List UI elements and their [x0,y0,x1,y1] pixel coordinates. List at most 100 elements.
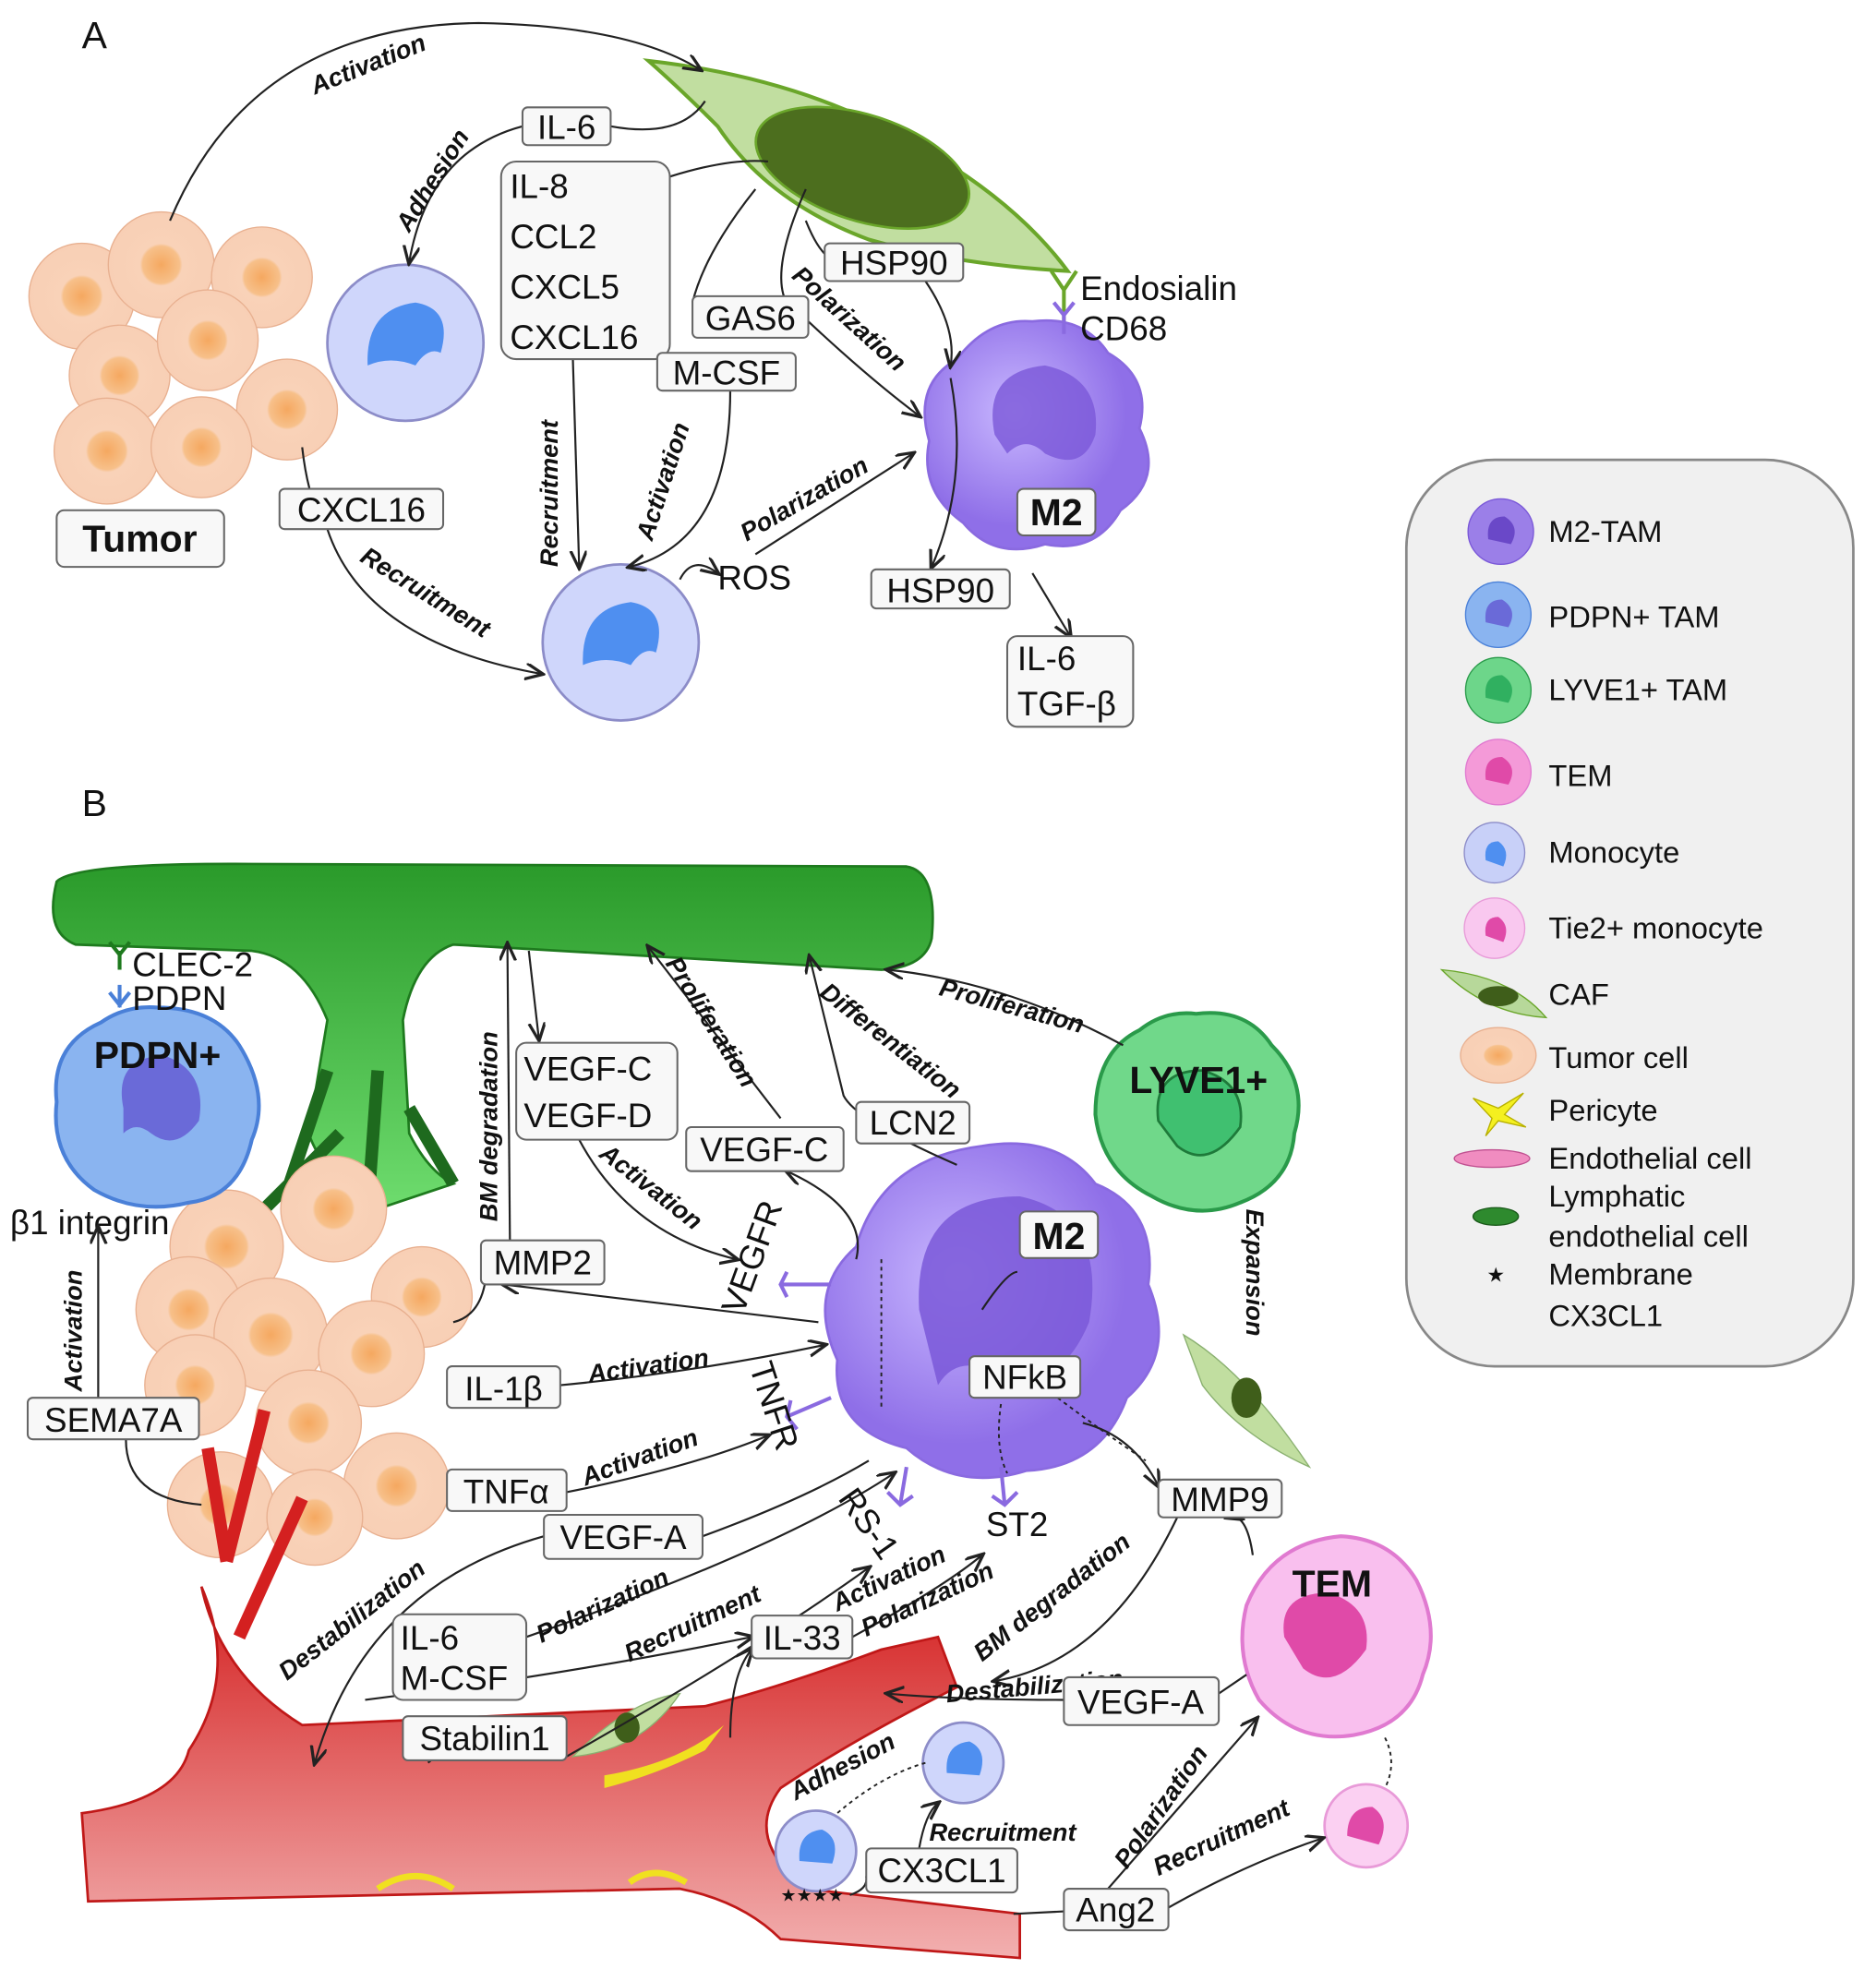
arrow-polarization-ros [754,453,912,556]
il6-label: IL-6 [401,1619,459,1657]
chemokine: CXCL5 [510,269,619,306]
lymphatic-endothelial-icon [1472,1207,1520,1227]
cytokine: IL-6 [1017,640,1076,678]
caf-small-2 [571,1692,681,1758]
caf-cell [643,58,1072,273]
label-activation-il1b: Activation [585,1343,711,1388]
stabilin1-box: Stabilin1 [419,1720,549,1758]
il1b-box: IL-1β [464,1370,543,1408]
label-recruitment-cxcl16: Recruitment [355,541,497,644]
m2-label-b: M2 [1033,1215,1086,1257]
label-polarization-ros: Polarization [735,450,872,546]
tie2-monocyte-icon [1463,897,1526,959]
lyve1-cell-label: LYVE1+ [1129,1059,1268,1101]
lcn2-box: LCN2 [870,1104,956,1142]
gas6-box: GAS6 [705,300,796,338]
label-recruitment: Recruitment [535,418,563,567]
membrane-cx3cl1-stars: ★★★★ [781,1887,844,1906]
tumor-cluster [28,210,339,505]
vegf-c-label: VEGF-C [523,1051,652,1088]
lymphatic-vessel [52,862,934,1248]
pericyte-icon [1473,1092,1527,1136]
label-activation-tnfa: Activation [577,1423,702,1492]
star-icon: ★ [1486,1264,1505,1287]
clec2-label: CLEC-2 [132,945,253,983]
mcsf-box: M-CSF [673,354,781,391]
ang2-box: Ang2 [1076,1891,1155,1928]
tem-label: TEM [1293,1563,1372,1605]
pdpn-cell-label: PDPN+ [94,1034,222,1076]
tumor-cell-icon [1460,1027,1537,1084]
chemokine-box [499,160,671,361]
vegfc-box: VEGF-C [700,1131,828,1169]
panel-label-a: A [82,14,108,56]
blood-vessel [80,1409,1022,1960]
hsp90-bottom-box: HSP90 [886,571,994,609]
tem-cell [1240,1534,1433,1739]
mmp2-box: MMP2 [494,1244,592,1282]
label-bm-degradation-1: BM degradation [475,1031,503,1221]
cxcl16-box: CXCL16 [297,491,426,529]
il33-box: IL-33 [764,1619,841,1657]
arrow-adhesion [409,125,523,262]
m2-output-box [1005,635,1135,728]
legend-label: Tie2+ monocyte [1548,910,1762,944]
endosialin-label: Endosialin [1080,270,1237,307]
legend-label: PDPN+ TAM [1548,600,1719,634]
receptors [778,1270,1019,1507]
arrow-recruitment [573,359,580,567]
tem-icon [1464,738,1533,806]
pericyte-icon [604,1724,725,1788]
cd68-label: CD68 [1080,310,1167,348]
mcsf-label: M-CSF [401,1660,509,1698]
tie2-monocyte [1323,1783,1410,1869]
caf-small [1182,1333,1312,1469]
panel-b: B PDPN+ CLEC-2 PDPN β1 integrin LYVE1+ M… [10,782,1433,1960]
m2-cell-b [824,1142,1160,1480]
monocyte-a1 [326,263,486,423]
legend-label: TEM [1548,758,1612,792]
st2-label: ST2 [986,1506,1049,1543]
legend-label: endothelial cell [1548,1219,1748,1254]
m2-label-a: M2 [1030,491,1083,534]
pdpn-receptor-icon [108,984,132,1008]
caf-icon [1439,968,1548,1019]
nfkb-box: NFkB [982,1359,1067,1397]
ros-label: ROS [717,559,791,597]
pdpn-tam-icon [1464,581,1533,649]
label-expansion: Expansion [1241,1209,1269,1337]
tnfa-box: TNFα [463,1473,549,1511]
pericyte-icon [376,1869,689,1891]
lyve1-tam [1093,1011,1301,1213]
label-activation-sema7a: Activation [59,1270,88,1393]
legend-label: Lymphatic [1548,1179,1685,1213]
chemokine: IL-8 [510,168,568,206]
vegfa-tem-box: VEGF-A [1077,1683,1204,1721]
cytokine: TGF-β [1017,685,1116,723]
vegfa-left-box: VEGF-A [560,1519,687,1556]
mmp9-box: MMP9 [1171,1481,1269,1519]
legend-label: M2-TAM [1548,514,1662,548]
label-activation-mcsf: Activation [630,419,695,545]
pdpn-label: PDPN [132,979,226,1017]
cx3cl1-box: CX3CL1 [878,1852,1006,1890]
rs1-label: RS-1 [831,1481,907,1566]
vegf-cd-box [515,1041,679,1141]
b1-integrin-label: β1 integrin [10,1204,170,1242]
tnfr-label: TNFR [742,1357,806,1455]
legend-label: Pericyte [1548,1093,1657,1127]
legend-label: Tumor cell [1548,1040,1689,1075]
lyve1-tam-icon [1464,656,1533,724]
label-proliferation-2: Proliferation [936,973,1087,1039]
legend-label: Membrane [1548,1256,1692,1291]
label-adhesion: Adhesion [389,124,475,237]
vegf-d-label: VEGF-D [523,1097,652,1135]
legend-label: Monocyte [1548,835,1679,870]
legend-label: LYVE1+ TAM [1548,673,1727,707]
panel-a: A Tumor M2 Activation Adhesion Polarizat… [28,14,1237,728]
label-bm-degradation-2: BM degradation [968,1527,1135,1666]
il6-mcsf-box [391,1613,528,1701]
il6-box: IL-6 [537,108,595,146]
monocyte-a2 [541,563,701,722]
